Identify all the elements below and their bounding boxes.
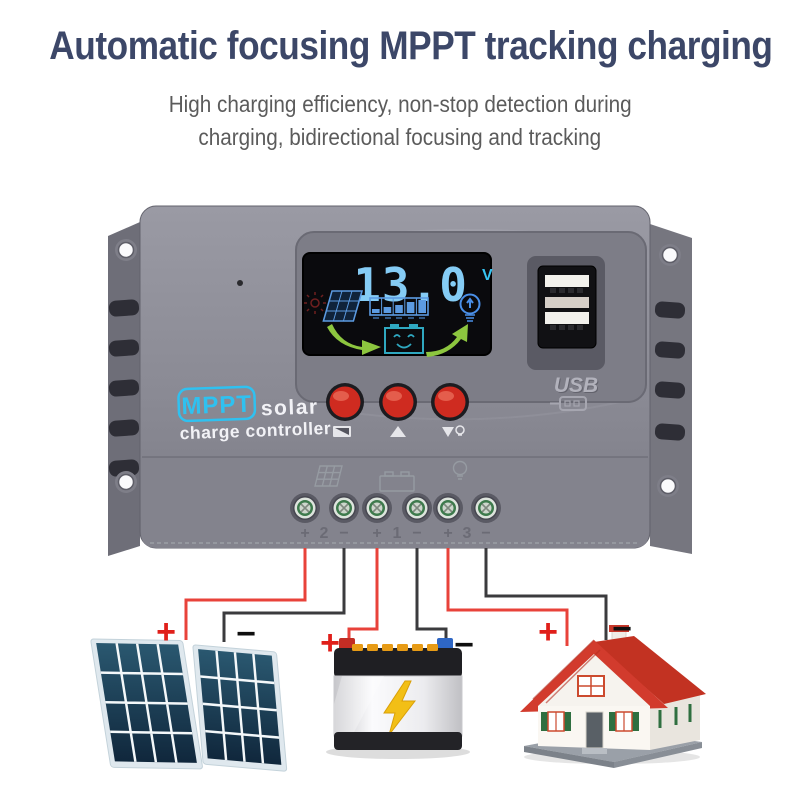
usb-label: USB — [554, 374, 598, 397]
house-window-right — [609, 712, 639, 731]
indicator-pinhole — [237, 280, 243, 286]
label-num-3: 3 — [463, 525, 472, 542]
terminal-solar-negative — [329, 493, 359, 523]
label-minus-1: − — [412, 525, 421, 542]
solar-minus-label: − — [236, 615, 256, 653]
screw-hole-top-right — [659, 244, 681, 266]
house-plus-label: + — [538, 613, 558, 651]
screw-hole-bottom-left — [115, 471, 137, 493]
label-plus-3: + — [443, 525, 452, 542]
usb-port-top — [545, 275, 589, 287]
label-minus-3: − — [481, 525, 490, 542]
terminal-solar-positive — [290, 493, 320, 523]
solar-plus-label: + — [156, 613, 176, 651]
brand-line-1: solar — [261, 395, 319, 420]
wire-battery-positive — [349, 548, 377, 650]
terminal-load-negative — [471, 493, 501, 523]
screw-hole-bottom-right — [657, 475, 679, 497]
usb-port-bottom — [545, 312, 589, 324]
battery-illustration — [326, 638, 470, 759]
house-window-left — [541, 712, 571, 731]
label-plus-2: + — [300, 525, 309, 542]
terminal-load-positive — [433, 493, 463, 523]
battery-plus-label: + — [320, 624, 340, 662]
screw-hole-top-left — [115, 239, 137, 261]
battery-select-icon — [333, 426, 351, 437]
right-mounting-flange — [650, 224, 692, 554]
house-minus-label: − — [612, 610, 632, 648]
label-minus-2: − — [339, 525, 348, 542]
usb-ports — [527, 256, 605, 370]
terminal-battery-negative — [402, 493, 432, 523]
label-plus-1: + — [372, 525, 381, 542]
solar-panels-illustration — [91, 639, 287, 771]
terminal-strip: + 2 − + 1 − + 3 − — [141, 457, 649, 548]
left-mounting-flange — [108, 222, 140, 556]
label-num-2: 2 — [320, 525, 329, 542]
mppt-logo-text: MPPT — [181, 391, 253, 420]
battery-minus-label: − — [454, 626, 474, 664]
wire-battery-negative — [417, 548, 446, 648]
button-row — [326, 383, 469, 437]
lcd-display: 13.0 V — [303, 253, 493, 357]
charge-controller: 13.0 V — [108, 206, 692, 556]
terminal-battery-positive — [362, 493, 392, 523]
label-num-1: 1 — [393, 525, 402, 542]
voltage-unit: V — [482, 267, 493, 284]
